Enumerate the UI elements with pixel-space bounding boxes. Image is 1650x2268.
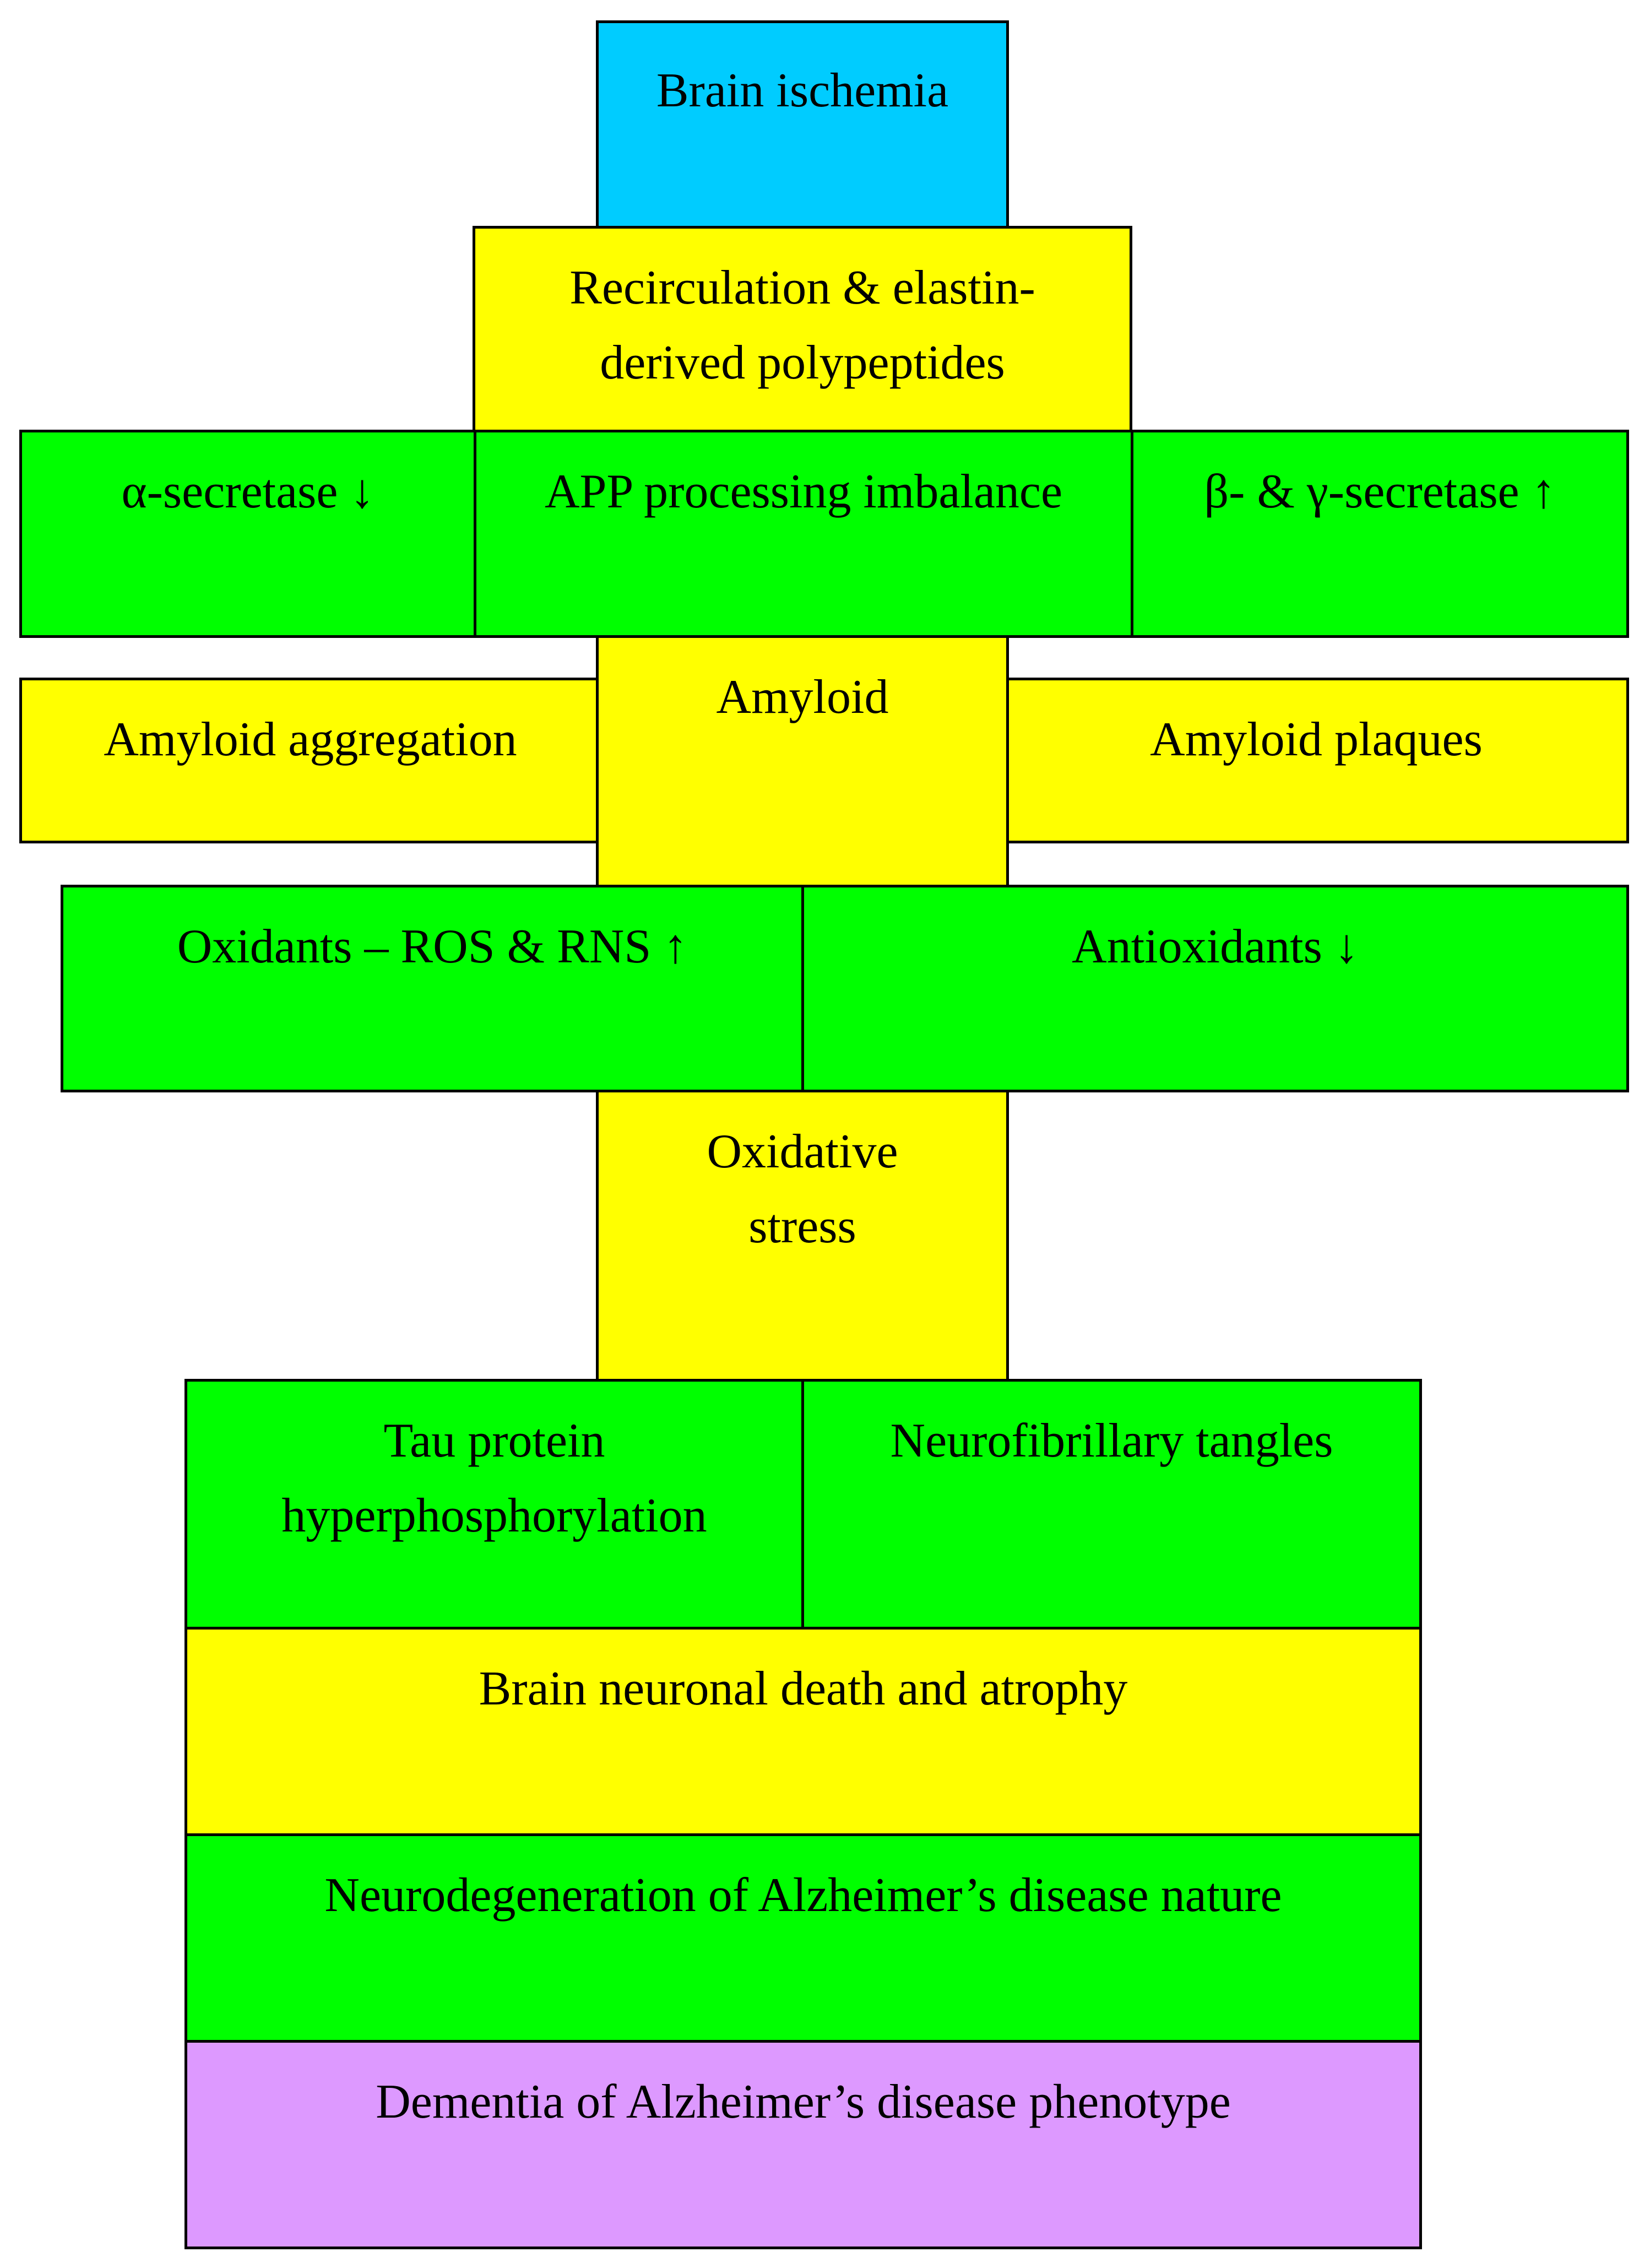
- amyloid-plaques-box: Amyloid plaques: [1003, 678, 1629, 843]
- amyloid-box: Amyloid: [596, 635, 1009, 887]
- alpha-secretase-label: α-secretase ↓: [121, 465, 374, 518]
- amyloid-aggregation-box: Amyloid aggregation: [19, 678, 601, 843]
- neurofibrillary-tangles-box: Neurofibrillary tangles: [801, 1379, 1422, 1630]
- app-processing-imbalance-box: APP processing imbalance: [474, 430, 1133, 638]
- neurofibrillary-tangles-label: Neurofibrillary tangles: [890, 1414, 1333, 1468]
- oxidants-label: Oxidants – ROS & RNS ↑: [177, 920, 688, 973]
- oxidative-stress-box: Oxidative stress: [596, 1090, 1009, 1382]
- amyloid-label: Amyloid: [716, 670, 889, 724]
- antioxidants-box: Antioxidants ↓: [801, 885, 1629, 1092]
- dementia-label: Dementia of Alzheimer’s disease phenotyp…: [376, 2075, 1231, 2129]
- amyloid-plaques-label: Amyloid plaques: [1150, 713, 1483, 766]
- recirculation-label: Recirculation & elastin-derived polypept…: [569, 261, 1035, 389]
- tau-hyperphosphorylation-box: Tau protein hyperphosphorylation: [184, 1379, 804, 1630]
- amyloid-aggregation-label: Amyloid aggregation: [104, 713, 517, 766]
- neuronal-death-label: Brain neuronal death and atrophy: [479, 1662, 1128, 1715]
- tau-hyperphosphorylation-label: Tau protein hyperphosphorylation: [281, 1414, 707, 1542]
- neurodegeneration-box: Neurodegeneration of Alzheimer’s disease…: [184, 1833, 1422, 2043]
- antioxidants-label: Antioxidants ↓: [1072, 920, 1359, 973]
- oxidative-stress-label: Oxidative stress: [707, 1125, 898, 1253]
- dementia-box: Dementia of Alzheimer’s disease phenotyp…: [184, 2040, 1422, 2249]
- neuronal-death-box: Brain neuronal death and atrophy: [184, 1627, 1422, 1836]
- recirculation-box: Recirculation & elastin-derived polypept…: [473, 226, 1132, 432]
- beta-gamma-secretase-box: β- & γ-secretase ↑: [1131, 430, 1629, 638]
- app-processing-imbalance-label: APP processing imbalance: [544, 465, 1063, 518]
- brain-ischemia-box: Brain ischemia: [596, 20, 1009, 229]
- beta-gamma-secretase-label: β- & γ-secretase ↑: [1204, 465, 1556, 518]
- brain-ischemia-label: Brain ischemia: [656, 64, 949, 117]
- neurodegeneration-label: Neurodegeneration of Alzheimer’s disease…: [324, 1869, 1282, 1922]
- alpha-secretase-box: α-secretase ↓: [19, 430, 476, 638]
- oxidants-box: Oxidants – ROS & RNS ↑: [61, 885, 804, 1092]
